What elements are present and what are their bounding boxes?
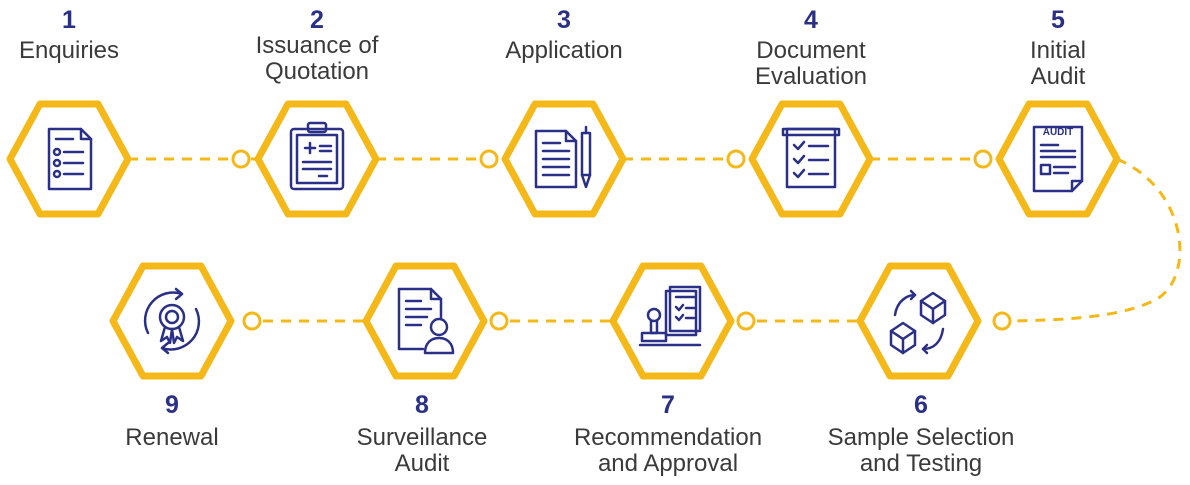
hexagon-1 bbox=[6, 100, 132, 218]
step-number: 3 bbox=[557, 6, 571, 34]
step-number: 7 bbox=[661, 391, 675, 419]
step-number: 4 bbox=[804, 6, 818, 34]
step-number: 2 bbox=[310, 6, 324, 34]
connector-dot bbox=[973, 149, 993, 169]
step-label: Renewal bbox=[62, 425, 282, 451]
step-label-line: and Approval bbox=[597, 450, 739, 477]
auditor-document-icon bbox=[397, 287, 455, 355]
hexagon-6 bbox=[856, 262, 982, 380]
connector-5-6 bbox=[1012, 157, 1182, 323]
step-number: 9 bbox=[165, 391, 179, 419]
step-label-line: Initial bbox=[1029, 37, 1087, 64]
step-label: Enquiries bbox=[0, 38, 179, 64]
checklist-icon bbox=[781, 127, 841, 189]
hexagon-8 bbox=[362, 262, 488, 380]
audit-report-icon bbox=[1032, 125, 1084, 193]
hexagon-9 bbox=[109, 262, 235, 380]
connector-dot bbox=[479, 149, 499, 169]
step-label: Sample Selection and Testing bbox=[811, 425, 1031, 477]
step-label-line: Surveillance bbox=[356, 424, 488, 451]
step-number: 8 bbox=[415, 391, 429, 419]
boxes-exchange-icon bbox=[889, 289, 947, 355]
step-number: 6 bbox=[914, 391, 928, 419]
connector-dot bbox=[242, 311, 262, 331]
hexagon-7 bbox=[609, 262, 735, 380]
step-label: Document Evaluation bbox=[701, 38, 921, 90]
step-label: Issuance of Quotation bbox=[207, 33, 427, 85]
step-label-line: Document bbox=[756, 37, 866, 64]
step-label-line: Enquiries bbox=[18, 37, 120, 64]
step-number: 1 bbox=[62, 6, 76, 34]
step-label-line: Evaluation bbox=[754, 63, 868, 90]
step-label-line: Audit bbox=[1030, 63, 1086, 90]
connector-dot bbox=[736, 311, 756, 331]
step-label: Surveillance Audit bbox=[312, 425, 532, 477]
stamp-approval-icon bbox=[638, 285, 702, 347]
step-label-line: Application bbox=[505, 37, 623, 64]
connector-dot bbox=[992, 311, 1012, 331]
hexagon-5 bbox=[995, 100, 1121, 218]
step-label-line: Audit bbox=[394, 450, 450, 477]
connector-dot bbox=[726, 149, 746, 169]
list-document-icon bbox=[47, 127, 93, 191]
step-label-line: Recommendation bbox=[573, 424, 763, 451]
step-label: Initial Audit bbox=[948, 38, 1168, 90]
connector-dot bbox=[231, 149, 251, 169]
document-pen-icon bbox=[534, 125, 592, 189]
step-label-line: and Testing bbox=[859, 450, 983, 477]
step-number: 5 bbox=[1051, 6, 1065, 34]
step-label-line: Issuance of bbox=[255, 32, 379, 59]
audit-icon-text: AUDIT bbox=[1043, 127, 1074, 138]
renewal-certificate-icon bbox=[143, 287, 201, 355]
hexagon-2 bbox=[254, 100, 380, 218]
step-label: Recommendation and Approval bbox=[558, 425, 778, 477]
step-label-line: Renewal bbox=[125, 424, 219, 451]
step-label-line: Sample Selection bbox=[827, 424, 1015, 451]
step-label-line: Quotation bbox=[264, 58, 370, 85]
connector-dot bbox=[489, 311, 509, 331]
clipboard-quotation-icon bbox=[289, 121, 345, 191]
step-label: Application bbox=[454, 38, 674, 64]
